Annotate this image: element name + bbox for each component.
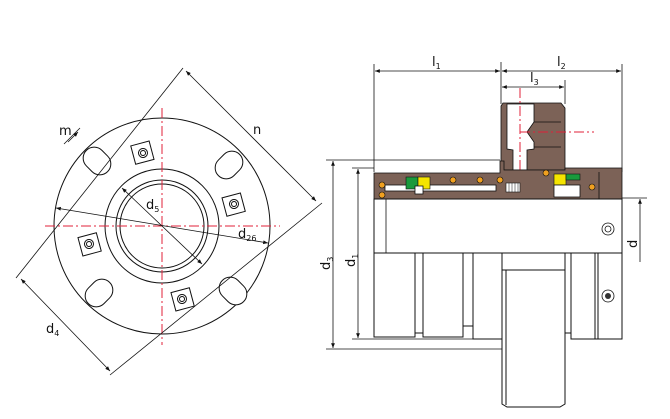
o-ring <box>496 176 504 184</box>
label-l1: l1 <box>432 55 441 71</box>
dimension-n <box>185 70 317 202</box>
rotating-face-green-2 <box>565 173 581 181</box>
section-view: l1 l2 l3 <box>319 55 647 408</box>
label-d: d <box>626 240 641 248</box>
label-d26: d26 <box>238 227 256 243</box>
label-n: n <box>253 123 261 138</box>
o-ring <box>378 191 386 199</box>
label-m: m <box>59 124 72 139</box>
label-l2: l2 <box>557 55 566 71</box>
stationary-face-yellow-2 <box>553 173 567 186</box>
slot <box>218 276 248 306</box>
sleeve-step <box>384 184 497 192</box>
front-view: m n d5 d26 d4 <box>15 67 323 376</box>
o-ring <box>378 181 386 189</box>
label-l3: l3 <box>530 71 539 87</box>
extension-line <box>15 67 184 279</box>
o-ring <box>476 176 484 184</box>
clamp <box>221 192 246 217</box>
centering-clips <box>373 252 623 408</box>
spring <box>505 182 521 193</box>
clamp <box>170 287 195 312</box>
slot <box>214 150 244 180</box>
label-d4: d4 <box>46 322 59 338</box>
label-d3: d3 <box>319 257 335 270</box>
o-ring <box>588 183 596 191</box>
o-ring <box>542 169 550 177</box>
dimension-d4 <box>20 278 111 372</box>
clamp <box>77 232 102 257</box>
dimension-d5 <box>121 187 203 265</box>
dimension-m <box>67 131 79 143</box>
shaft-sleeve <box>373 198 623 254</box>
clamp <box>130 140 155 165</box>
o-ring <box>449 176 457 184</box>
o-rings <box>378 169 596 199</box>
extension-line <box>109 202 323 376</box>
extension-line-m <box>63 127 81 145</box>
label-d1: d1 <box>344 254 360 267</box>
label-d5: d5 <box>146 198 159 214</box>
slot <box>82 146 112 176</box>
slot <box>84 278 114 308</box>
